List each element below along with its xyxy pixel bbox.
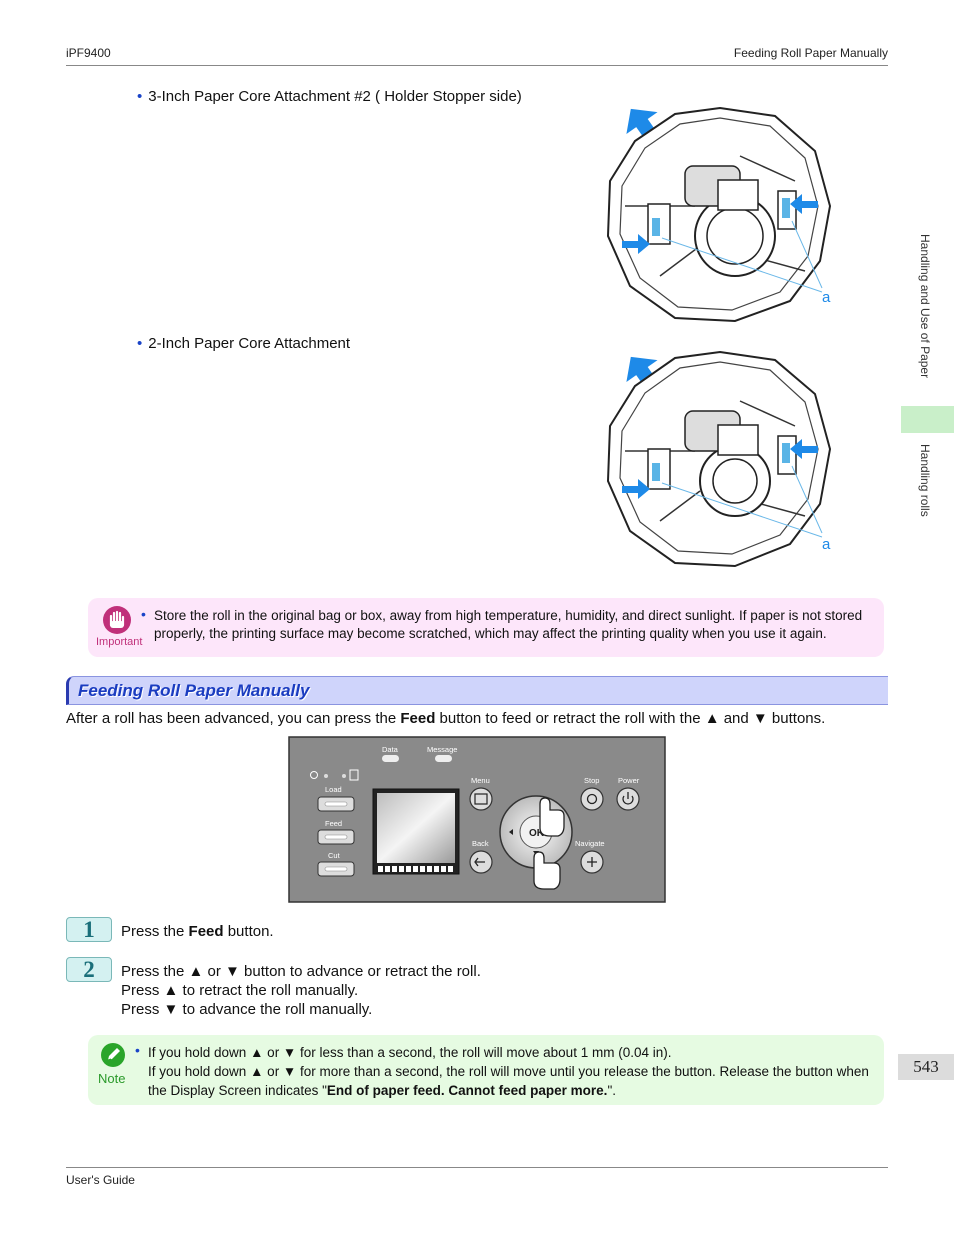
important-text: Store the roll in the original bag or bo… bbox=[154, 608, 863, 641]
note-callout: Note • If you hold down ▲ or ▼ for less … bbox=[88, 1035, 884, 1105]
sidebar-section: Handling and Use of Paper bbox=[918, 234, 932, 379]
step-1-bold: Feed bbox=[188, 923, 224, 940]
panel-feed-label: Feed bbox=[325, 819, 342, 828]
bullet-text: 2-Inch Paper Core Attachment bbox=[148, 335, 351, 352]
core-attachment-3inch-figure: a bbox=[606, 106, 832, 323]
panel-stop-label: Stop bbox=[584, 776, 599, 785]
note-line-2: If you hold down ▲ or ▼ for more than a … bbox=[148, 1064, 869, 1098]
header-divider bbox=[66, 65, 888, 66]
bullet-item-3inch: •3-Inch Paper Core Attachment #2 ( Holde… bbox=[137, 88, 522, 105]
section-title: Feeding Roll Paper Manually bbox=[78, 681, 310, 700]
step-1-before: Press the bbox=[121, 923, 189, 940]
step-2-line-1: Press the ▲ or ▼ button to advance or re… bbox=[121, 963, 481, 980]
hand-pointer-icon bbox=[533, 851, 561, 890]
panel-power-label: Power bbox=[618, 776, 640, 785]
footer-text: User's Guide bbox=[66, 1173, 135, 1187]
arrow-left-icon bbox=[790, 194, 818, 214]
sidebar-tab-highlight bbox=[901, 406, 954, 433]
panel-data-label: Data bbox=[382, 745, 399, 754]
note-label: Note bbox=[98, 1071, 126, 1086]
step-2-text: Press the ▲ or ▼ button to advance or re… bbox=[121, 962, 481, 1019]
step-1-after: button. bbox=[223, 923, 274, 940]
intro-paragraph: After a roll has been advanced, you can … bbox=[66, 710, 825, 727]
control-panel-figure: Data Message Load Feed Cut Menu Back St bbox=[288, 736, 666, 903]
bullet-text: 3-Inch Paper Core Attachment #2 ( Holder… bbox=[148, 88, 522, 105]
step-number-1: 1 bbox=[66, 917, 112, 942]
page-number: 543 bbox=[898, 1054, 954, 1080]
sidebar-subsection: Handling rolls bbox=[918, 444, 932, 517]
panel-menu-label: Menu bbox=[471, 776, 490, 785]
note-text: If you hold down ▲ or ▼ for less than a … bbox=[148, 1043, 873, 1100]
header-chapter: Feeding Roll Paper Manually bbox=[733, 46, 888, 60]
panel-message-label: Message bbox=[427, 745, 457, 754]
step-number-2: 2 bbox=[66, 957, 112, 982]
core-attachment-2inch-figure: a bbox=[606, 350, 832, 568]
panel-load-label: Load bbox=[325, 785, 342, 794]
arrow-right-icon bbox=[622, 479, 650, 499]
pencil-note-icon bbox=[101, 1043, 125, 1067]
step-2-line-3: Press ▼ to advance the roll manually. bbox=[121, 1001, 373, 1018]
panel-ok-label: OK bbox=[529, 828, 545, 839]
bullet-item-2inch: •2-Inch Paper Core Attachment bbox=[137, 335, 351, 352]
figure-label-a: a bbox=[822, 536, 831, 553]
panel-navigate-label: Navigate bbox=[575, 839, 605, 848]
step-1-text: Press the Feed button. bbox=[121, 922, 274, 941]
bullet-dot: • bbox=[141, 606, 146, 622]
intro-bold: Feed bbox=[400, 710, 436, 727]
step-2-line-2: Press ▲ to retract the roll manually. bbox=[121, 982, 359, 999]
arrow-left-icon bbox=[790, 439, 818, 459]
hand-pointer-icon bbox=[539, 797, 565, 837]
note-line-1: If you hold down ▲ or ▼ for less than a … bbox=[148, 1045, 672, 1060]
important-label: Important bbox=[96, 636, 143, 648]
bullet-dot: • bbox=[135, 1042, 140, 1058]
footer-divider bbox=[66, 1167, 888, 1168]
hand-stop-icon bbox=[103, 606, 131, 634]
figure-label-a: a bbox=[822, 289, 831, 306]
panel-cut-label: Cut bbox=[328, 851, 341, 860]
note-bold-message: End of paper feed. Cannot feed paper mor… bbox=[326, 1083, 608, 1098]
intro-text: After a roll has been advanced, you can … bbox=[66, 710, 401, 727]
important-callout: Important • Store the roll in the origin… bbox=[88, 598, 884, 657]
panel-back-label: Back bbox=[472, 839, 489, 848]
arrow-right-icon bbox=[622, 234, 650, 254]
header-product: iPF9400 bbox=[66, 46, 111, 60]
section-heading-bar: Feeding Roll Paper Manually bbox=[66, 676, 888, 705]
intro-text-end: button to feed or retract the roll with … bbox=[435, 710, 826, 727]
